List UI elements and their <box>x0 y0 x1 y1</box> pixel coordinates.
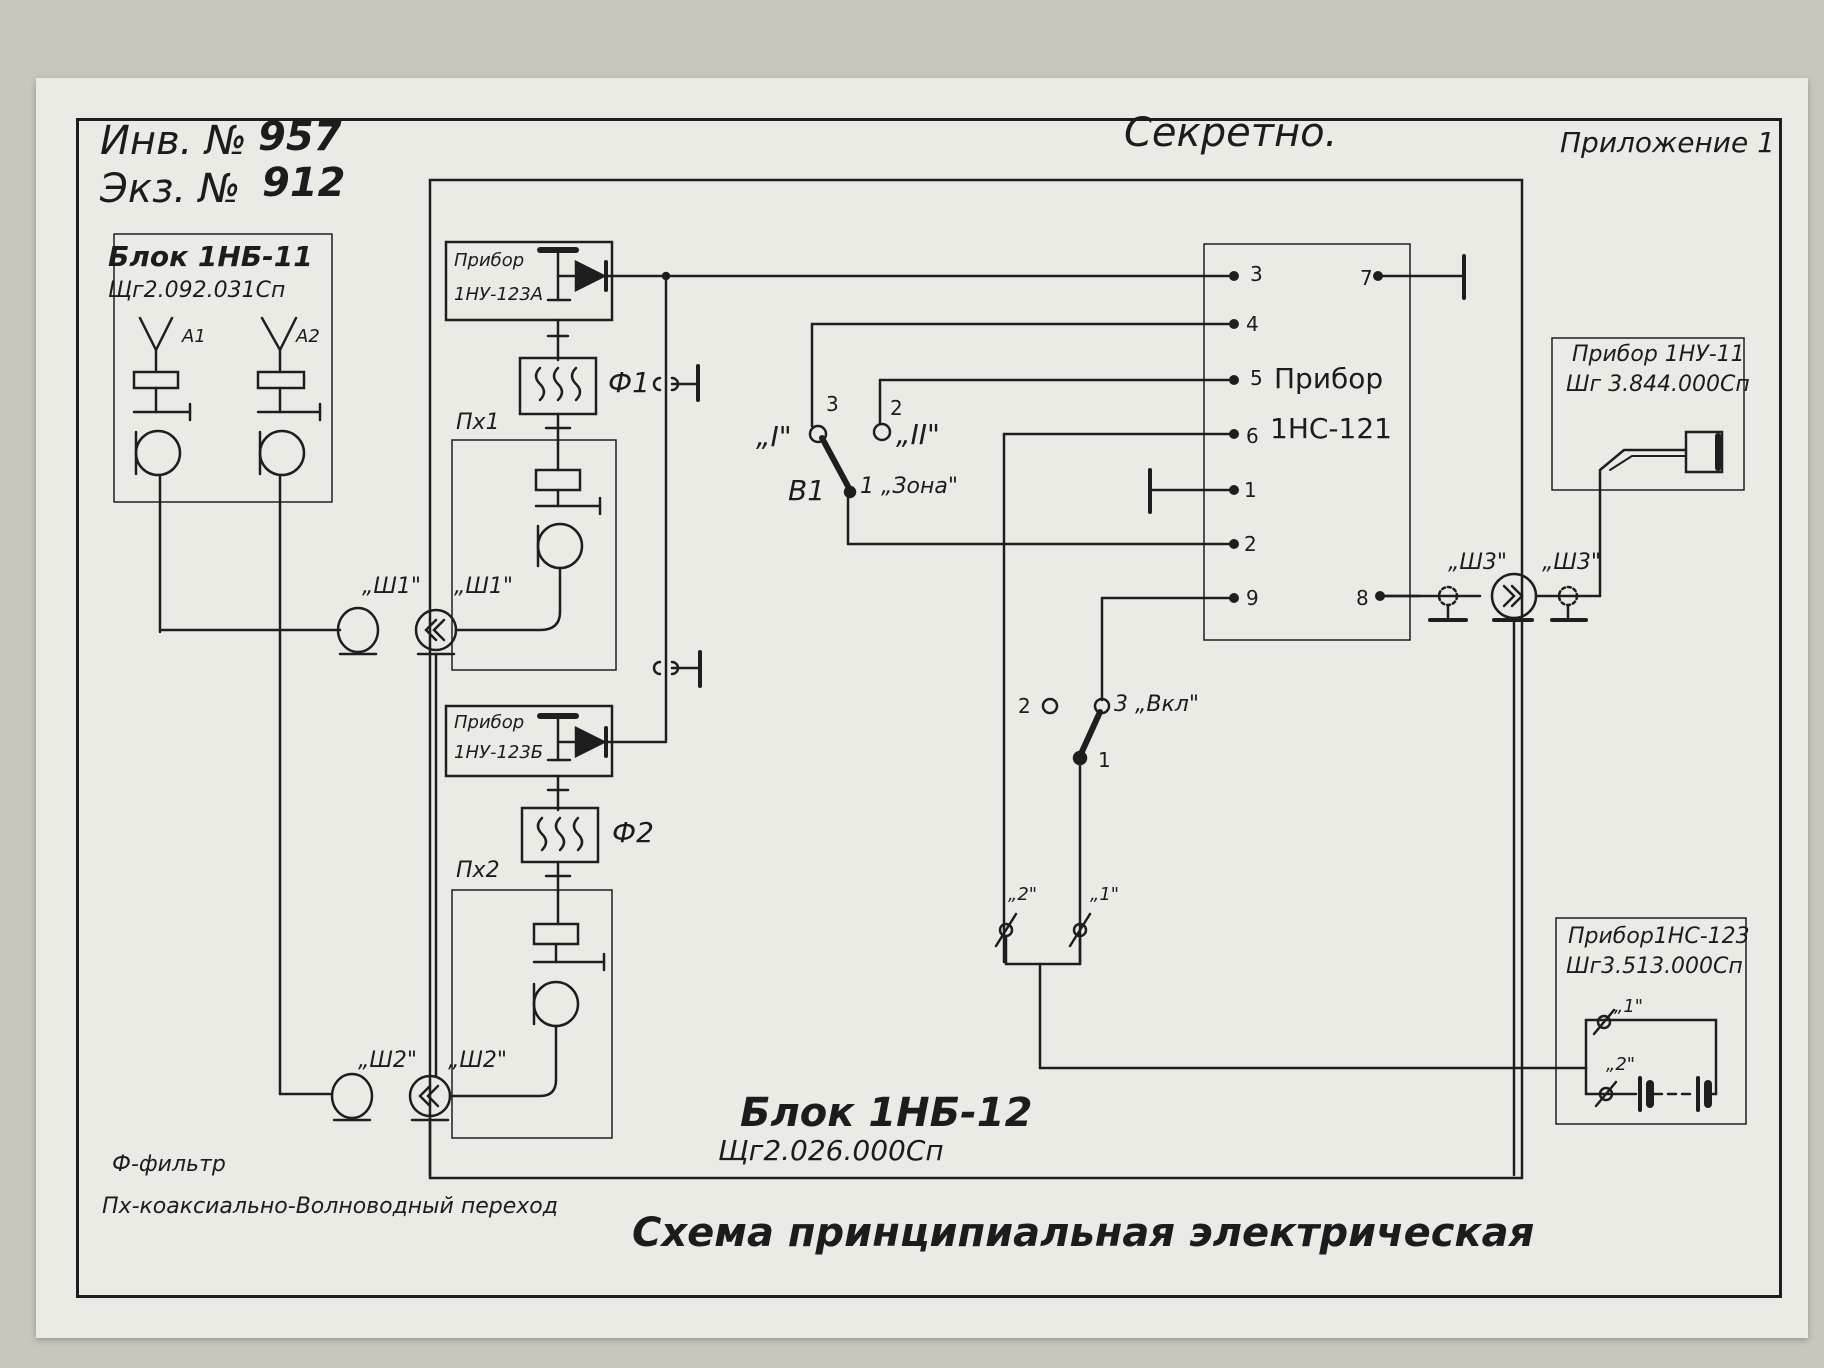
px2-label: Пх2 <box>456 858 500 883</box>
pin-4: 4 <box>1246 312 1259 336</box>
pin-8: 8 <box>1356 586 1369 610</box>
sh2-left <box>330 1072 374 1120</box>
pin-7: 7 <box>1360 266 1373 290</box>
antenna-a2 <box>256 316 322 1096</box>
terminal-1: „1" <box>1090 884 1120 905</box>
filter-f1-label: Ф1 <box>608 366 650 399</box>
classification-stamp: Секретно. <box>1124 110 1338 156</box>
block-1nb12-outline <box>428 178 1524 1180</box>
sh1-label-right: „Ш1" <box>454 574 514 599</box>
device-1nc123-code: Шг3.513.000Сп <box>1566 954 1743 979</box>
device-1nc121-box <box>1203 243 1411 641</box>
device-1nu123b-line2: 1НУ-123Б <box>454 742 544 763</box>
px1-label: Пх1 <box>456 410 500 435</box>
switch-b1-name: В1 <box>788 474 826 507</box>
device-1nu123a-box <box>444 240 614 322</box>
device-1nc123-box <box>1555 917 1747 1125</box>
device-1nu123a-line1: Прибор <box>454 250 525 271</box>
inv-number: 957 <box>258 114 342 160</box>
block-1nb11-code: Щг2.092.031Сп <box>108 278 286 303</box>
device-1nc123-title: Прибор1НС-123 <box>1568 924 1750 949</box>
legend-transition: Пх-коаксиальнo-Волноводный переход <box>102 1194 558 1219</box>
block-1nb12-code: Щг2.026.000Сп <box>718 1134 944 1167</box>
device-1nu11-box <box>1551 337 1745 491</box>
block-1nb11-outline <box>113 233 333 503</box>
device-1nu11-code: Шг 3.844.000Сп <box>1566 372 1750 397</box>
px1-box <box>451 439 617 671</box>
pin-3: 3 <box>1250 262 1263 286</box>
antenna-a1 <box>132 316 192 634</box>
pin-1: 1 <box>1244 478 1257 502</box>
px2-box <box>451 889 613 1139</box>
sh3-label-left: „Ш3" <box>1448 550 1508 575</box>
device-1nc121-line2: 1НС-121 <box>1270 412 1392 445</box>
antenna-a1-label: А1 <box>182 326 206 347</box>
switch-on-pin1: 1 <box>1098 748 1111 772</box>
device-1nc123-t1: „1" <box>1614 996 1644 1017</box>
switch-b1-pos-i: „I" <box>756 420 792 453</box>
appendix-label: Приложение 1 <box>1560 126 1775 159</box>
sh2-label-left: „Ш2" <box>358 1048 418 1073</box>
switch-b1-pos-ii: „II" <box>896 418 940 451</box>
switch-on-pin2: 2 <box>1018 694 1031 718</box>
antenna-a2-label: А2 <box>296 326 320 347</box>
sh2-label-right: „Ш2" <box>448 1048 508 1073</box>
filter-f2-label: Ф2 <box>612 816 654 849</box>
device-1nc123-t2: „2" <box>1606 1054 1636 1075</box>
switch-on-pin3: 3 „Вкл" <box>1114 692 1199 717</box>
sh1-label-left: „Ш1" <box>362 574 422 599</box>
drawing-caption: Схема принципиальная электрическая <box>632 1210 1535 1256</box>
device-1nc121-line1: Прибор <box>1274 362 1384 395</box>
sh3-label-right: „Ш3" <box>1542 550 1602 575</box>
block-1nb12-title: Блок 1НБ-12 <box>740 1090 1033 1136</box>
legend-filter: Ф-фильтр <box>112 1152 226 1177</box>
pin-9: 9 <box>1246 586 1259 610</box>
device-1nu123a-line2: 1НУ-123А <box>454 284 544 305</box>
filter-f1 <box>518 356 598 416</box>
switch-b1-pin3: 3 <box>826 392 839 416</box>
pin-6: 6 <box>1246 424 1259 448</box>
inv-label: Инв. № <box>100 118 247 164</box>
filter-f2 <box>520 806 600 864</box>
block-1nb11-title: Блок 1НБ-11 <box>108 240 313 273</box>
switch-b1-pin2: 2 <box>890 396 903 420</box>
switch-b1-pos-zona: 1 „Зона" <box>860 474 958 499</box>
device-1nu123b-line1: Прибор <box>454 712 525 733</box>
drawing-frame <box>76 118 1782 1298</box>
sh1-right <box>414 608 458 652</box>
copy-label: Экз. № <box>100 166 241 212</box>
pin-5: 5 <box>1250 366 1263 390</box>
terminal-2: „2" <box>1008 884 1038 905</box>
sh1-left <box>336 606 380 654</box>
copy-number: 912 <box>262 160 346 206</box>
pin-2: 2 <box>1244 532 1257 556</box>
device-1nu11-title: Прибор 1НУ-11 <box>1572 342 1745 367</box>
